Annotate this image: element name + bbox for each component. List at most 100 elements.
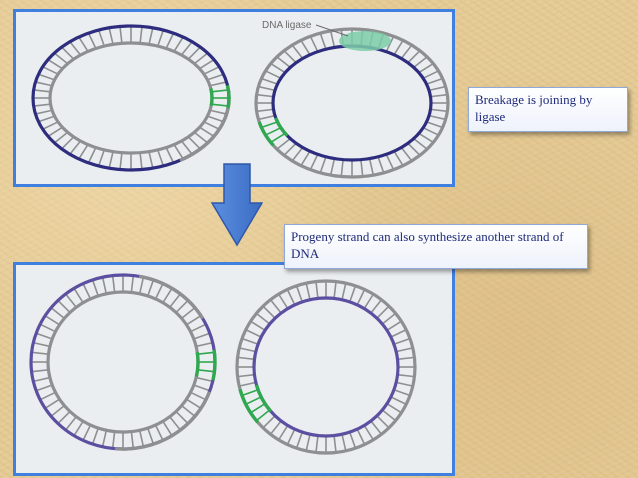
base-pair-rung	[263, 415, 275, 428]
base-pair-rung	[397, 381, 412, 387]
base-pair-rung	[364, 294, 374, 309]
base-pair-rung	[69, 41, 81, 55]
outer-strand	[235, 279, 417, 455]
base-pair-rung	[263, 306, 275, 319]
base-pair-rung	[271, 63, 285, 73]
base-pair-rung	[246, 329, 261, 338]
replicated-segment-inner	[209, 87, 214, 107]
base-pair-rung	[256, 409, 270, 421]
base-pair-rung	[266, 70, 281, 79]
base-pair-rung	[148, 28, 154, 44]
base-pair-rung	[382, 313, 396, 325]
base-pair-rung	[419, 133, 433, 143]
outer-strand	[254, 27, 450, 179]
base-pair-rung	[32, 369, 48, 373]
base-pair-rung	[181, 405, 195, 417]
caption-progeny-strand: Progeny strand can also synthesize anoth…	[284, 224, 588, 269]
base-pair-rung	[204, 121, 219, 130]
replicated-segment	[211, 349, 217, 381]
base-pair-rung	[330, 159, 335, 175]
base-pair-rung	[242, 338, 258, 345]
base-pair-rung	[139, 431, 144, 446]
base-pair-rung	[287, 290, 296, 305]
base-pair-rung	[34, 103, 50, 107]
base-pair-rung	[43, 121, 58, 130]
base-pair-rung	[369, 159, 374, 175]
base-pair-rung	[429, 115, 445, 120]
dna-ligase-pointer	[315, 24, 349, 37]
base-pair-rung	[398, 374, 414, 378]
base-pair-rung	[292, 147, 303, 161]
base-pair-rung	[296, 286, 303, 302]
base-pair-rung	[82, 284, 91, 299]
base-pair-rung	[36, 109, 52, 115]
base-pair-rung	[65, 417, 77, 430]
base-pair-rung	[364, 425, 374, 440]
base-pair-rung	[36, 81, 52, 87]
base-pair-rung	[256, 313, 270, 325]
base-pair-rung	[284, 50, 296, 63]
base-pair-rung	[382, 409, 396, 421]
base-pair-rung	[169, 417, 181, 430]
replicated-segment-inner	[194, 352, 200, 377]
base-pair-rung	[43, 66, 58, 75]
base-pair-rung	[139, 153, 143, 169]
base-pair-rung	[349, 432, 356, 448]
base-pair-rung	[98, 150, 105, 166]
base-pair-rung	[194, 132, 208, 143]
base-pair-rung	[48, 127, 63, 137]
base-pair-rung	[212, 103, 228, 107]
base-pair-rung	[310, 154, 319, 170]
base-pair-rung	[58, 300, 70, 313]
dna-ring-right-top	[254, 27, 450, 179]
base-pair-rung	[212, 89, 228, 93]
inner-strand	[271, 44, 433, 162]
base-pair-rung	[34, 89, 50, 93]
base-pair-rung	[310, 36, 319, 52]
base-pair-rung	[341, 283, 347, 299]
dna-ligase-label-text: DNA ligase	[262, 20, 312, 31]
base-pair-rung	[54, 132, 68, 143]
base-pair-rung	[270, 421, 282, 434]
base-pair-rung	[210, 109, 226, 115]
base-pair-rung	[65, 294, 77, 307]
base-pair-rung	[61, 47, 74, 59]
base-pair-rung	[176, 411, 188, 424]
base-pair-rung	[419, 63, 433, 73]
replicated-segment	[257, 121, 275, 147]
dna-ring-right-bottom	[235, 279, 417, 455]
base-pair-rung	[176, 300, 188, 313]
base-pair-rung	[408, 50, 420, 63]
base-pair-rung	[341, 435, 347, 451]
inner-strand	[46, 290, 200, 434]
base-pair-rung	[394, 389, 410, 396]
base-pair-rung	[198, 351, 214, 355]
base-pair-rung	[385, 154, 394, 170]
base-pair-rung	[315, 436, 319, 452]
dna-ligase-label: DNA ligase	[262, 20, 312, 31]
base-pair-rung	[173, 37, 184, 52]
base-pair-rung	[155, 425, 164, 440]
base-pair-rung	[319, 157, 327, 173]
base-pair-rung	[78, 144, 89, 159]
base-pair-rung	[112, 276, 116, 292]
base-pair-rung	[39, 73, 54, 81]
base-pair-rung	[148, 152, 154, 168]
base-pair-rung	[377, 306, 389, 319]
base-pair-rung	[157, 150, 164, 166]
base-pair-rung	[377, 157, 385, 173]
base-pair-rung	[147, 428, 154, 444]
base-pair-rung	[296, 432, 303, 448]
base-pair-rung	[414, 138, 427, 150]
base-pair-rung	[423, 127, 438, 136]
base-pair-rung	[431, 108, 447, 112]
top-diagram-panel: DNA ligase	[13, 9, 455, 187]
dna-ring-left-bottom	[29, 273, 217, 451]
replicated-segment	[225, 85, 231, 109]
base-pair-rung	[173, 144, 184, 159]
base-pair-rung	[259, 86, 275, 91]
base-pair-rung	[119, 153, 123, 169]
base-pair-rung	[130, 276, 134, 292]
base-pair-rung	[427, 78, 442, 85]
base-pair-rung	[198, 369, 214, 373]
